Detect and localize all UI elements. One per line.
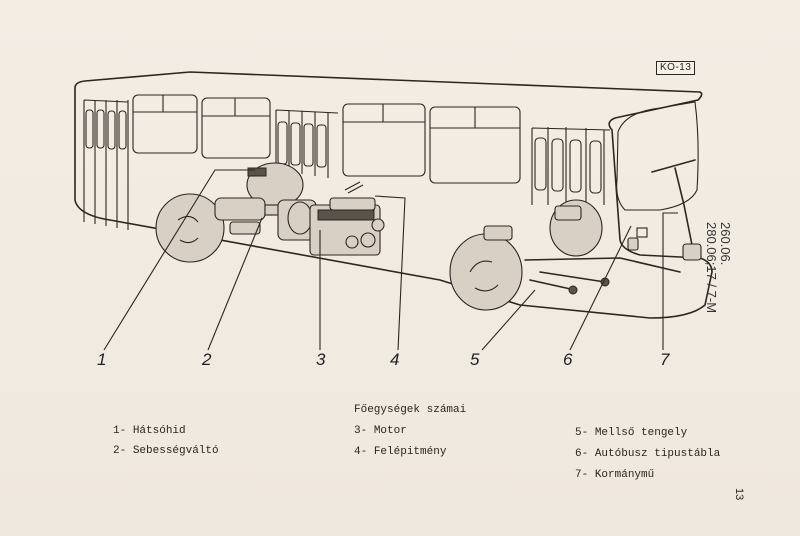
- callout-6: 6: [563, 350, 573, 369]
- legend-item-1: 1- Hátsóhid: [113, 425, 186, 437]
- caption-title: Főegységek számai: [354, 404, 467, 416]
- legend-item-2: 2- Sebességváltó: [113, 445, 219, 457]
- bus-outline-drawing: [74, 71, 713, 351]
- callout-7: 7: [660, 350, 670, 369]
- legend-label: Sebességváltó: [132, 445, 219, 457]
- legend-number: 3-: [354, 425, 368, 437]
- side-reference-line-2: 280.06;17 / 7-M: [704, 222, 719, 314]
- callout-4: 4: [390, 350, 400, 369]
- front-axle-assembly: [449, 199, 681, 311]
- callout-1: 1: [97, 350, 107, 369]
- legend-number: 5-: [575, 427, 589, 439]
- legend-label: Motor: [373, 425, 407, 437]
- gearbox-assembly: [277, 199, 317, 241]
- legend-item-3: 3- Motor: [354, 425, 407, 437]
- bus-body-outline: [74, 71, 713, 319]
- bus-technical-drawing: KO-13 1 2 3 4 5 6 7: [74, 61, 713, 369]
- figure-code-label: KO-13: [656, 61, 696, 75]
- legend-number: 1-: [113, 425, 127, 437]
- side-reference-line-1: 260.06.: [718, 222, 733, 266]
- legend-item-5: 5- Mellső tengely: [575, 427, 687, 439]
- windshield: [616, 101, 699, 211]
- legend-label: Kormánymű: [594, 469, 655, 481]
- legend-number: 2-: [113, 445, 127, 457]
- legend-label: Hátsóhid: [132, 425, 186, 437]
- callout-2: 2: [202, 350, 212, 369]
- callout-5: 5: [470, 350, 480, 369]
- legend-number: 7-: [575, 469, 589, 481]
- legend-item-4: 4- Felépitmény: [354, 446, 446, 458]
- steering-assembly: [627, 159, 702, 261]
- legend-item-6: 6- Autóbusz tipustábla: [575, 448, 720, 460]
- front-door: [531, 127, 611, 205]
- side-reference: 260.06. 280.06;17 / 7-M: [704, 222, 733, 314]
- legend-label: Felépitmény: [373, 446, 447, 458]
- legend-label: Autóbusz tipustábla: [594, 448, 721, 460]
- engine-assembly: [309, 181, 385, 256]
- side-windows: [132, 94, 521, 184]
- legend-number: 6-: [575, 448, 589, 460]
- legend-label: Mellső tengely: [594, 427, 688, 439]
- callout-3: 3: [316, 350, 326, 369]
- page-number: 13: [733, 488, 745, 501]
- rear-door: [83, 99, 129, 230]
- legend-item-7: 7- Kormánymű: [575, 469, 654, 481]
- callout-leader-lines: [103, 169, 678, 351]
- legend-number: 4-: [354, 446, 368, 458]
